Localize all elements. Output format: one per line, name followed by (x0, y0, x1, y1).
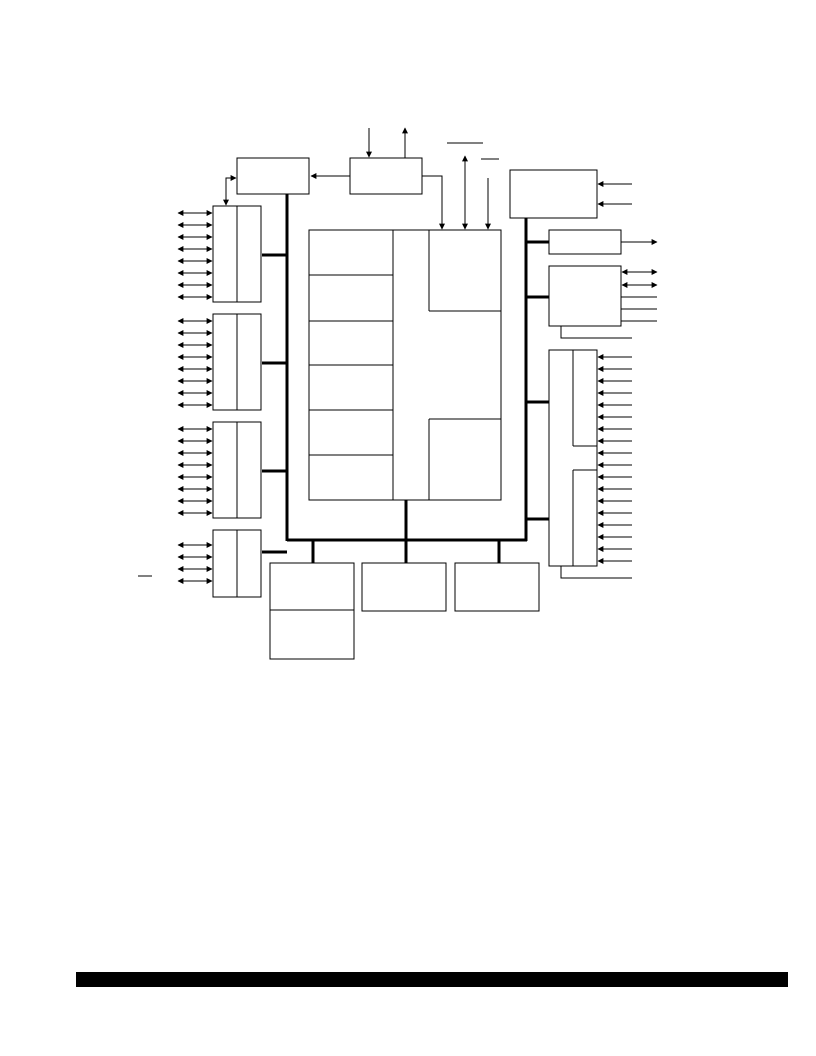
right-block-2 (548, 265, 622, 327)
top-left-block (236, 157, 310, 195)
top-left-to-port1-arrow (223, 175, 237, 206)
right-block-2-tap (560, 326, 632, 339)
io-port-3 (212, 421, 262, 519)
bottom-block-3 (454, 562, 540, 612)
io-port-1 (212, 205, 262, 303)
footer-bar (76, 972, 788, 987)
io-port-4 (212, 529, 262, 598)
top-right-block (509, 169, 598, 219)
bottom-block-1 (269, 562, 355, 660)
top-center-block (349, 157, 423, 195)
io-port-2 (212, 313, 262, 411)
right-port-block (548, 349, 598, 567)
right-port-pins (597, 354, 632, 564)
center-to-core-arrow (422, 175, 445, 230)
left-port-pins (177, 210, 213, 584)
internal-bus (262, 194, 549, 563)
right-block-1 (548, 229, 622, 255)
bottom-block-2 (361, 562, 447, 612)
right-port-tap (560, 566, 632, 579)
